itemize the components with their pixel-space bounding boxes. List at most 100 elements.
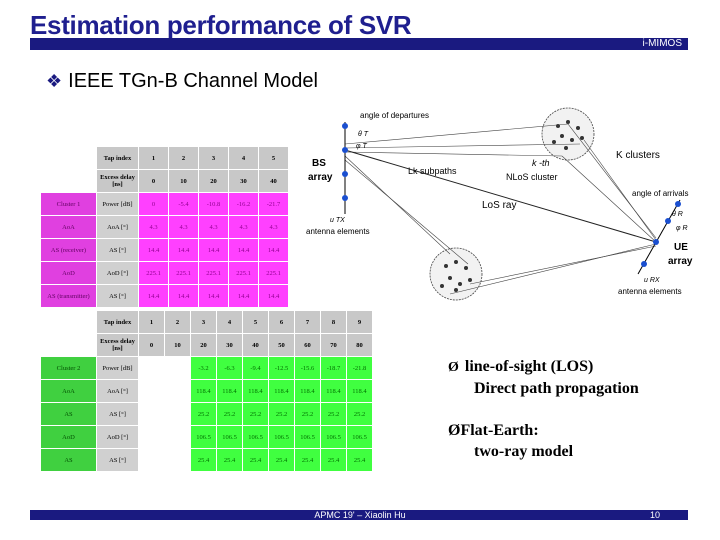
row-param-cell: AoA [°] (96, 215, 139, 239)
header-label-cell: Tap index (96, 146, 139, 170)
header-cell: 8 (320, 310, 347, 334)
table-cell: 4.3 (228, 215, 259, 239)
header-cell: 70 (320, 333, 347, 357)
label-ue-array: array (668, 256, 693, 267)
header-cell: 4 (228, 146, 259, 170)
header-cell: 3 (190, 310, 217, 334)
label-kth: k -th (532, 158, 550, 168)
row-param-cell: AoA [°] (96, 379, 139, 403)
table-cell: 14.4 (258, 238, 289, 262)
row-param-cell: AS [°] (96, 402, 139, 426)
header-cell: 40 (242, 333, 269, 357)
table-cell: 25.2 (320, 402, 347, 426)
table-cell: -16.2 (228, 192, 259, 216)
arrow-bullet-icon: Ø (448, 422, 461, 439)
table-cell: 118.4 (320, 379, 347, 403)
table-cell: 25.2 (346, 402, 373, 426)
table-cell: 25.4 (268, 448, 295, 472)
header-blank-cell (40, 169, 97, 193)
los-ray-line (344, 149, 657, 243)
label-utx: u TX (330, 217, 345, 224)
header-cell: 60 (294, 333, 321, 357)
label-bs: BS (312, 158, 326, 169)
point-los-head: line-of-sight (LOS) (464, 358, 594, 375)
row-param-cell: AoD [°] (96, 425, 139, 449)
table-cell (138, 425, 165, 449)
header-cell: 7 (294, 310, 321, 334)
ue-antenna-elements (641, 201, 681, 267)
footer-bar (30, 510, 688, 520)
table-cell (164, 356, 191, 380)
row-name-cell: AS (40, 402, 97, 426)
label-antenna-elements-rx: antenna elements (618, 287, 682, 296)
slide-title: Estimation performance of SVR (30, 10, 412, 40)
label-k-clusters: K clusters (616, 150, 660, 161)
row-name-cell: AoD (40, 261, 97, 285)
header-cell: 10 (168, 169, 199, 193)
table-cell (138, 402, 165, 426)
header-cell: 20 (190, 333, 217, 357)
label-phi-t: φ T (356, 143, 368, 150)
table-cell: 25.2 (216, 402, 243, 426)
main-bullet: ❖IEEE TGn-B Channel Model (46, 70, 318, 93)
row-param-cell: AS [°] (96, 284, 139, 308)
label-los-ray: LoS ray (482, 200, 516, 211)
header-blank-cell (40, 333, 97, 357)
table-cell: -18.7 (320, 356, 347, 380)
label-ue: UE (674, 242, 688, 253)
table-cell: 14.4 (198, 238, 229, 262)
table-cell (164, 425, 191, 449)
label-urx: u RX (644, 277, 660, 284)
title-bar (30, 38, 688, 50)
header-cell: 3 (198, 146, 229, 170)
row-param-cell: AoD [°] (96, 261, 139, 285)
table-cell: 14.4 (258, 284, 289, 308)
point-flat-earth: ØFlat-Earth: two-ray model (448, 420, 573, 462)
row-name-cell: AS (receiver) (40, 238, 97, 262)
table-cell (164, 379, 191, 403)
cluster-circle-top (541, 107, 595, 161)
label-phi-r: φ R (676, 225, 688, 232)
header-label-cell: Tap index (96, 310, 139, 334)
row-name-cell: Cluster 2 (40, 356, 97, 380)
header-cell: 2 (164, 310, 191, 334)
row-name-cell: AS (40, 448, 97, 472)
table-cell: 25.2 (294, 402, 321, 426)
header-cell: 20 (198, 169, 229, 193)
table-cell: 25.2 (268, 402, 295, 426)
table-cell: 14.4 (168, 238, 199, 262)
header-cell: 30 (216, 333, 243, 357)
table-cell: 25.2 (190, 402, 217, 426)
page-number: 10 (650, 510, 661, 520)
row-param-cell: AS [°] (96, 448, 139, 472)
row-name-cell: AoA (40, 379, 97, 403)
label-lk-subpaths: Lk subpaths (408, 166, 457, 176)
table-cell: 14.4 (138, 238, 169, 262)
diamond-bullet-icon: ❖ (46, 71, 63, 91)
table-cell: -15.6 (294, 356, 321, 380)
table-cell: 25.2 (242, 402, 269, 426)
header-cell: 5 (242, 310, 269, 334)
row-name-cell: Cluster 1 (40, 192, 97, 216)
table-cell: 225.1 (138, 261, 169, 285)
row-name-cell: AS (transmitter) (40, 284, 97, 308)
table-cell: 106.5 (216, 425, 243, 449)
ray-lines (344, 123, 657, 295)
table-cell: 118.4 (242, 379, 269, 403)
label-angle-arrivals: angle of arrivals (632, 189, 688, 198)
table-cell: 4.3 (168, 215, 199, 239)
table-cell: -6.3 (216, 356, 243, 380)
